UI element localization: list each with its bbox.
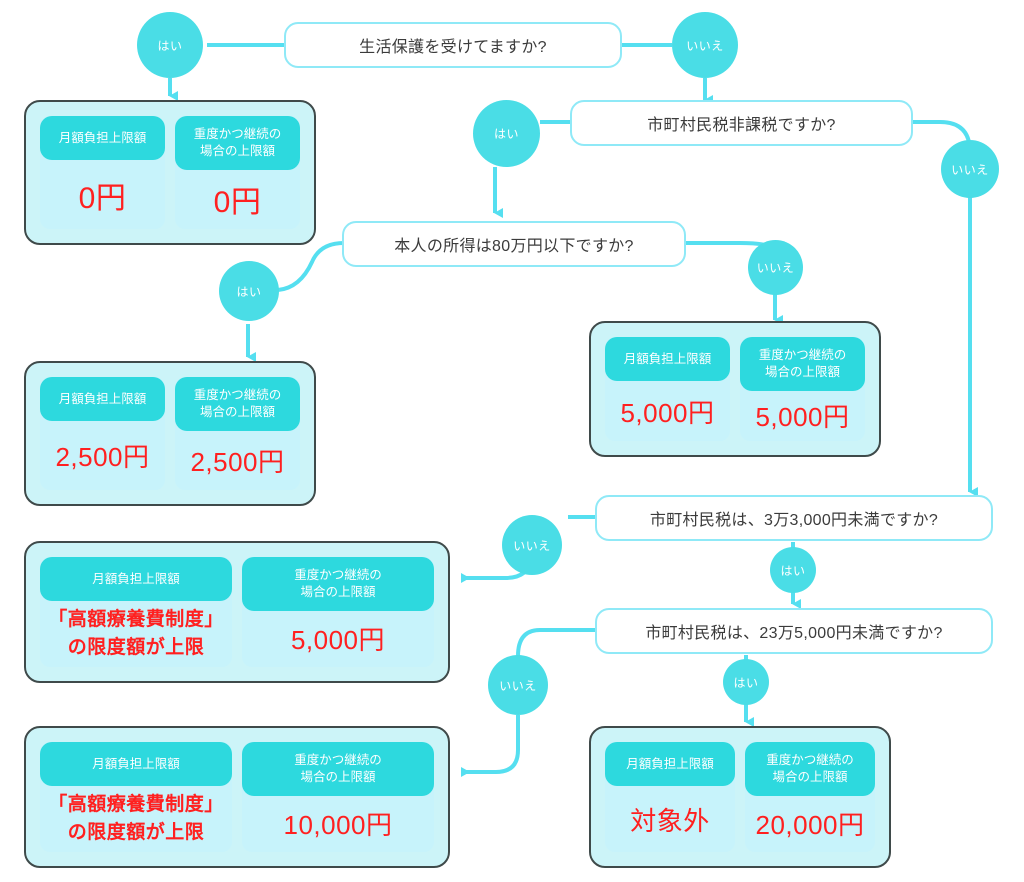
- result-header-severe: 重度かつ継続の 場合の上限額: [175, 116, 300, 170]
- severe-label-line1: 重度かつ継続の: [294, 568, 382, 582]
- result-header-severe: 重度かつ継続の 場合の上限額: [242, 557, 434, 611]
- result-value-monthly: 5,000円: [620, 397, 715, 428]
- branch-bubble-q5-yes[interactable]: はい: [723, 659, 769, 705]
- branch-bubble-q3-no[interactable]: いいえ: [748, 240, 803, 295]
- severe-label-line1: 重度かつ継続の: [758, 348, 847, 362]
- severe-label-line1: 重度かつ継続の: [766, 753, 854, 767]
- severe-label-line1: 重度かつ継続の: [193, 127, 282, 141]
- severe-label-line2: 場合の上限額: [772, 769, 848, 784]
- question-text-q3: 本人の所得は80万円以下ですか?: [394, 238, 634, 255]
- result-card-r2: 月額負担上限額 2,500円 重度かつ継続の 場合の上限額 2,500円: [24, 361, 316, 506]
- result-value-severe: 5,000円: [290, 625, 386, 656]
- monthly-value-line1: 「高額療養費制度」: [48, 794, 224, 816]
- result-value-monthly: 「高額療養費制度」 の限度額が上限: [40, 786, 232, 852]
- result-value-monthly: 「高額療養費制度」 の限度額が上限: [40, 601, 232, 667]
- severe-label-line2: 場合の上限額: [199, 404, 275, 419]
- result-column-monthly: 月額負担上限額 5,000円: [605, 337, 730, 441]
- wire-q5-no: [516, 628, 597, 657]
- result-header-severe: 重度かつ継続の 場合の上限額: [740, 337, 865, 391]
- result-value-severe: 0円: [213, 186, 262, 220]
- wire-q3-yes: [277, 241, 345, 292]
- branch-bubble-q2-yes[interactable]: はい: [473, 100, 540, 167]
- question-text-q2: 市町村民税非課税ですか?: [647, 117, 836, 134]
- result-header-monthly: 月額負担上限額: [605, 337, 730, 381]
- severe-label-line2: 場合の上限額: [300, 584, 376, 599]
- question-text-q4: 市町村民税は、3万3,000円未満ですか?: [649, 512, 939, 529]
- result-header-severe: 重度かつ継続の 場合の上限額: [745, 742, 875, 796]
- result-header-monthly: 月額負担上限額: [605, 742, 735, 786]
- result-value-monthly: 2,500円: [55, 442, 150, 472]
- result-header-severe: 重度かつ継続の 場合の上限額: [175, 377, 300, 431]
- branch-label: いいえ: [951, 162, 989, 177]
- question-box-q5[interactable]: 市町村民税は、23万5,000円未満ですか?: [595, 608, 993, 654]
- result-card-r4: 月額負担上限額 「高額療養費制度」 の限度額が上限 重度かつ継続の 場合の上限額…: [24, 541, 450, 683]
- result-header-monthly: 月額負担上限額: [40, 742, 232, 786]
- result-card-r3: 月額負担上限額 5,000円 重度かつ継続の 場合の上限額 5,000円: [589, 321, 881, 457]
- branch-label: はい: [157, 38, 183, 53]
- wire-no-to-r5: [461, 715, 520, 777]
- result-header-severe: 重度かつ継続の 場合の上限額: [242, 742, 434, 796]
- branch-label: いいえ: [686, 38, 724, 53]
- question-box-q3[interactable]: 本人の所得は80万円以下ですか?: [342, 221, 686, 267]
- result-value-severe: 2,500円: [190, 446, 285, 477]
- branch-label: はい: [780, 563, 806, 578]
- result-value-severe: 10,000円: [283, 810, 393, 841]
- result-column-severe: 重度かつ継続の 場合の上限額 0円: [175, 116, 300, 229]
- severe-label-line2: 場合の上限額: [764, 364, 840, 379]
- question-box-q4[interactable]: 市町村民税は、3万3,000円未満ですか?: [595, 495, 993, 541]
- branch-label: いいえ: [499, 678, 537, 693]
- question-text-q5: 市町村民税は、23万5,000円未満ですか?: [645, 625, 943, 642]
- result-value-monthly: 対象外: [630, 805, 710, 836]
- branch-bubble-q2-no[interactable]: いいえ: [941, 140, 999, 198]
- monthly-value-line2: の限度額が上限: [67, 822, 205, 843]
- result-header-monthly: 月額負担上限額: [40, 116, 165, 160]
- question-box-q1[interactable]: 生活保護を受けてますか?: [284, 22, 622, 68]
- result-column-severe: 重度かつ継続の 場合の上限額 5,000円: [242, 557, 434, 667]
- severe-label-line2: 場合の上限額: [199, 143, 275, 158]
- branch-label: はい: [236, 284, 262, 299]
- monthly-value-line1: 「高額療養費制度」: [48, 609, 224, 631]
- question-box-q2[interactable]: 市町村民税非課税ですか?: [570, 100, 913, 146]
- result-card-r5: 月額負担上限額 「高額療養費制度」 の限度額が上限 重度かつ継続の 場合の上限額…: [24, 726, 450, 868]
- branch-label: はい: [733, 675, 759, 690]
- severe-label-line1: 重度かつ継続の: [294, 753, 382, 767]
- branch-bubble-q1-yes[interactable]: はい: [137, 12, 203, 78]
- branch-bubble-q1-no[interactable]: いいえ: [672, 12, 738, 78]
- monthly-value-line2: の限度額が上限: [67, 637, 205, 658]
- result-value-severe: 5,000円: [755, 402, 850, 433]
- result-column-monthly: 月額負担上限額 対象外: [605, 742, 735, 852]
- result-value-monthly: 0円: [78, 181, 127, 215]
- result-header-monthly: 月額負担上限額: [40, 557, 232, 601]
- result-column-severe: 重度かつ継続の 場合の上限額 5,000円: [740, 337, 865, 441]
- result-column-monthly: 月額負担上限額 0円: [40, 116, 165, 229]
- result-column-severe: 重度かつ継続の 場合の上限額 10,000円: [242, 742, 434, 852]
- result-value-severe: 20,000円: [755, 810, 865, 841]
- result-column-severe: 重度かつ継続の 場合の上限額 2,500円: [175, 377, 300, 490]
- severe-label-line1: 重度かつ継続の: [193, 388, 282, 402]
- branch-bubble-q4-no[interactable]: いいえ: [502, 515, 562, 575]
- question-text-q1: 生活保護を受けてますか?: [359, 39, 547, 56]
- result-column-monthly: 月額負担上限額 「高額療養費制度」 の限度額が上限: [40, 742, 232, 852]
- branch-label: はい: [493, 127, 519, 141]
- branch-bubble-q5-no[interactable]: いいえ: [488, 655, 548, 715]
- result-card-r6: 月額負担上限額 対象外 重度かつ継続の 場合の上限額 20,000円: [589, 726, 891, 868]
- severe-label-line2: 場合の上限額: [300, 769, 376, 784]
- result-header-monthly: 月額負担上限額: [40, 377, 165, 421]
- branch-label: いいえ: [513, 538, 551, 553]
- branch-bubble-q3-yes[interactable]: はい: [219, 261, 279, 321]
- result-column-monthly: 月額負担上限額 2,500円: [40, 377, 165, 490]
- result-column-monthly: 月額負担上限額 「高額療養費制度」 の限度額が上限: [40, 557, 232, 667]
- branch-bubble-q4-yes[interactable]: はい: [770, 547, 816, 593]
- branch-label: いいえ: [756, 261, 795, 275]
- result-card-r1: 月額負担上限額 0円 重度かつ継続の 場合の上限額 0円: [24, 100, 316, 245]
- result-column-severe: 重度かつ継続の 場合の上限額 20,000円: [745, 742, 875, 852]
